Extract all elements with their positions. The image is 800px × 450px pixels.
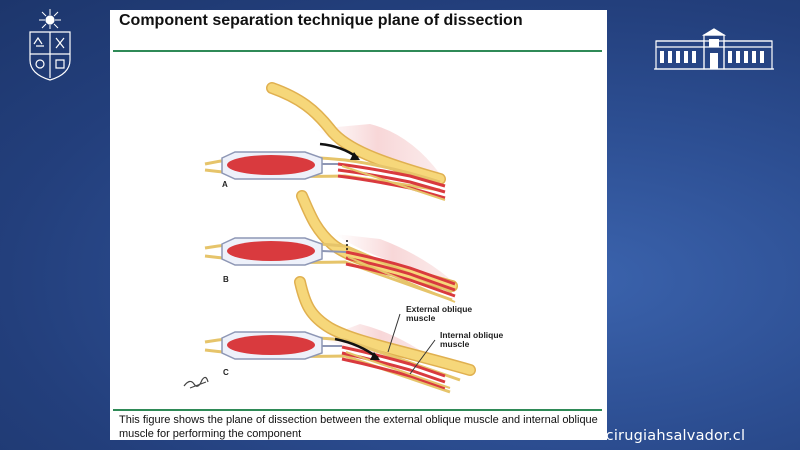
title-divider [113,50,602,52]
artist-signature-mark [183,376,209,389]
internal-oblique-label-line1: Internal oblique [440,330,504,340]
panel-c-illustration [204,276,476,394]
panel-label-c: C [223,368,229,377]
slide-panel: Component separation technique plane of … [110,10,607,440]
figure-caption: This figure shows the plane of dissectio… [119,414,598,440]
panel-a-illustration [204,82,446,201]
dissection-diagram: A B [183,82,504,394]
caption-divider [113,409,602,411]
external-oblique-label-line2: muscle [406,313,436,323]
panel-label-a: A [222,180,228,189]
website-url: www.cirugiahsalvador.cl [566,428,746,444]
university-crest-logo [29,9,71,81]
internal-oblique-label-line2: muscle [440,339,470,349]
panel-label-b: B [223,275,229,284]
hospital-building-logo [654,28,774,70]
external-oblique-label-line1: External oblique [406,304,472,314]
slide-title: Component separation technique plane of … [119,12,523,29]
panel-b-illustration [204,190,458,303]
